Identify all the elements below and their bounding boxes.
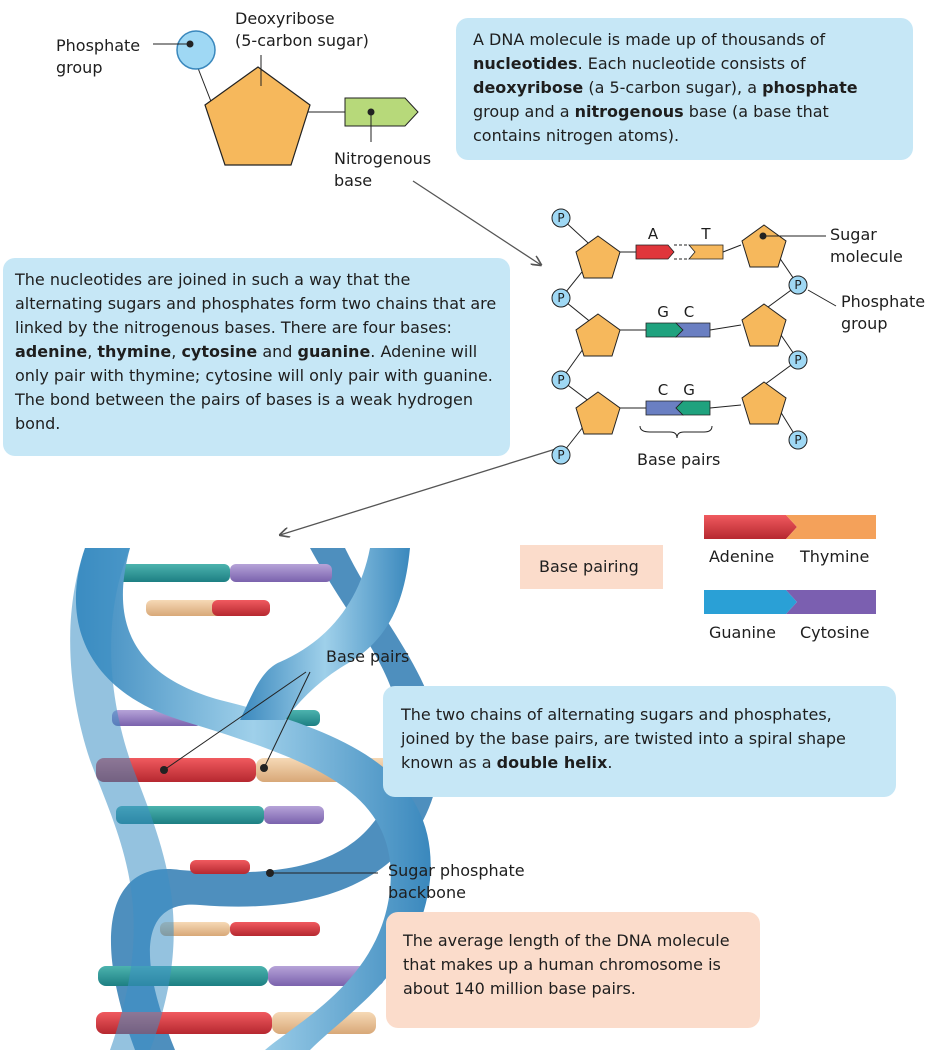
- ladder-base-pairs-label: Base pairs: [637, 450, 721, 469]
- deoxyribose-label-line-2: (5-carbon sugar): [235, 31, 369, 50]
- text-segment: group and a: [473, 102, 575, 121]
- key-bar-adenine-thymine: [704, 515, 876, 539]
- base-guanine-2: [675, 400, 711, 416]
- phosphate-label-line-1: Phosphate: [56, 36, 141, 55]
- text-segment: .: [607, 753, 613, 772]
- rung-1-left-letter: A: [647, 225, 659, 243]
- phosphate-symbol: P: [557, 448, 565, 462]
- deoxyribose-pentagon: [204, 66, 311, 166]
- nitrogenous-base-shape: [344, 97, 419, 127]
- ladder-sugar-right-2: [741, 303, 787, 347]
- text-segment: (a 5-carbon sugar), a: [583, 78, 763, 97]
- text-segment: . Adenine will only pair with thymine; c…: [15, 342, 493, 433]
- rung-2-right-letter: C: [683, 303, 695, 321]
- ladder-phosphate-label-line-1: Phosphate: [841, 292, 926, 311]
- text-segment: . Each nucleotide consists of: [577, 54, 806, 73]
- ladder-phosphate-label: Phosphate group: [841, 291, 925, 335]
- sugar-label-line-2: molecule: [830, 247, 903, 266]
- nitrogenous-label-line-1: Nitrogenous: [334, 149, 432, 168]
- key-adenine-label: Adenine: [709, 547, 775, 566]
- bold-term: double helix: [496, 753, 608, 772]
- ladder-phosphate-label-line-2: group: [841, 314, 888, 333]
- length-textbox: The average length of the DNA molecule t…: [386, 912, 760, 1028]
- text-segment: base (a base that contains nitrogen atom…: [473, 102, 829, 145]
- key-title: Base pairing: [539, 557, 639, 576]
- arrow-to-ladder: [412, 180, 541, 265]
- backbone-label-line-2: backbone: [388, 883, 466, 902]
- sugar-label-line-1: Sugar: [830, 225, 877, 244]
- rung-3-right-letter: G: [683, 381, 695, 399]
- intro-textbox: A DNA molecule is made up of thousands o…: [456, 18, 913, 160]
- phosphate-symbol: P: [557, 291, 565, 305]
- phosphate-circles: [551, 208, 808, 465]
- rung-2-left-letter: G: [657, 303, 669, 321]
- ladder-sugar-right-3: [741, 381, 787, 425]
- phosphate-symbol: P: [794, 278, 802, 292]
- key-bar-guanine-cytosine: [704, 590, 876, 614]
- text-segment: The two chains of alternating sugars and…: [401, 705, 846, 772]
- bold-term: phosphate: [762, 78, 858, 97]
- bold-term: guanine: [297, 342, 371, 361]
- base-cytosine: [675, 322, 711, 338]
- phosphate-label-line-2: group: [56, 58, 103, 77]
- phosphate-symbol: P: [557, 211, 565, 225]
- ladder-sugar-left-2: [575, 313, 621, 357]
- ladder-sugar-left-1: [575, 235, 621, 279]
- bold-term: thymine: [97, 342, 172, 361]
- arrow-to-helix: [280, 446, 563, 535]
- bold-term: cytosine: [181, 342, 258, 361]
- nucleotide-illustration: [153, 30, 419, 166]
- pairing-textbox: The nucleotides are joined in such a way…: [3, 258, 510, 456]
- base-adenine: [635, 244, 675, 260]
- phosphate-group-label: Phosphate group: [56, 35, 140, 79]
- phosphate-symbol: P: [794, 433, 802, 447]
- phosphate-symbol: P: [557, 373, 565, 387]
- base-guanine: [645, 322, 684, 338]
- text-segment: ,: [87, 342, 98, 361]
- helix-textbox: The two chains of alternating sugars and…: [383, 686, 896, 797]
- key-thymine-label: Thymine: [800, 547, 870, 566]
- dna-ladder: [551, 208, 837, 465]
- bold-term: nitrogenous: [574, 102, 684, 121]
- ladder-sugar-right-1: [741, 224, 787, 268]
- double-helix-illustration: [70, 548, 441, 1050]
- deoxyribose-label: Deoxyribose (5-carbon sugar): [235, 8, 369, 52]
- rung-1-right-letter: T: [701, 225, 711, 243]
- text-segment: The average length of the DNA molecule t…: [403, 931, 730, 998]
- bold-term: nucleotides: [473, 54, 578, 73]
- base-thymine: [688, 244, 724, 260]
- nitrogenous-label-line-2: base: [334, 171, 373, 190]
- deoxyribose-label-line-1: Deoxyribose: [235, 9, 335, 28]
- backbone-label-line-1: Sugar phosphate: [388, 861, 525, 880]
- rung-3-left-letter: C: [657, 381, 669, 399]
- key-cytosine-label: Cytosine: [800, 623, 870, 642]
- backbone-label: Sugar phosphate backbone: [388, 860, 525, 904]
- text-segment: A DNA molecule is made up of thousands o…: [473, 30, 826, 49]
- bold-term: deoxyribose: [473, 78, 584, 97]
- sugar-molecule-label: Sugar molecule: [830, 224, 903, 268]
- key-guanine-label: Guanine: [709, 623, 776, 642]
- bold-term: adenine: [15, 342, 88, 361]
- text-segment: The nucleotides are joined in such a way…: [15, 270, 497, 337]
- helix-base-pairs-label: Base pairs: [326, 647, 410, 666]
- phosphate-circle: [176, 30, 216, 70]
- ladder-sugar-left-3: [575, 391, 621, 435]
- nitrogenous-base-label: Nitrogenous base: [334, 148, 431, 192]
- base-pairing-key-box: [520, 545, 663, 589]
- phosphate-symbol: P: [794, 353, 802, 367]
- text-segment: and: [257, 342, 298, 361]
- text-segment: ,: [171, 342, 182, 361]
